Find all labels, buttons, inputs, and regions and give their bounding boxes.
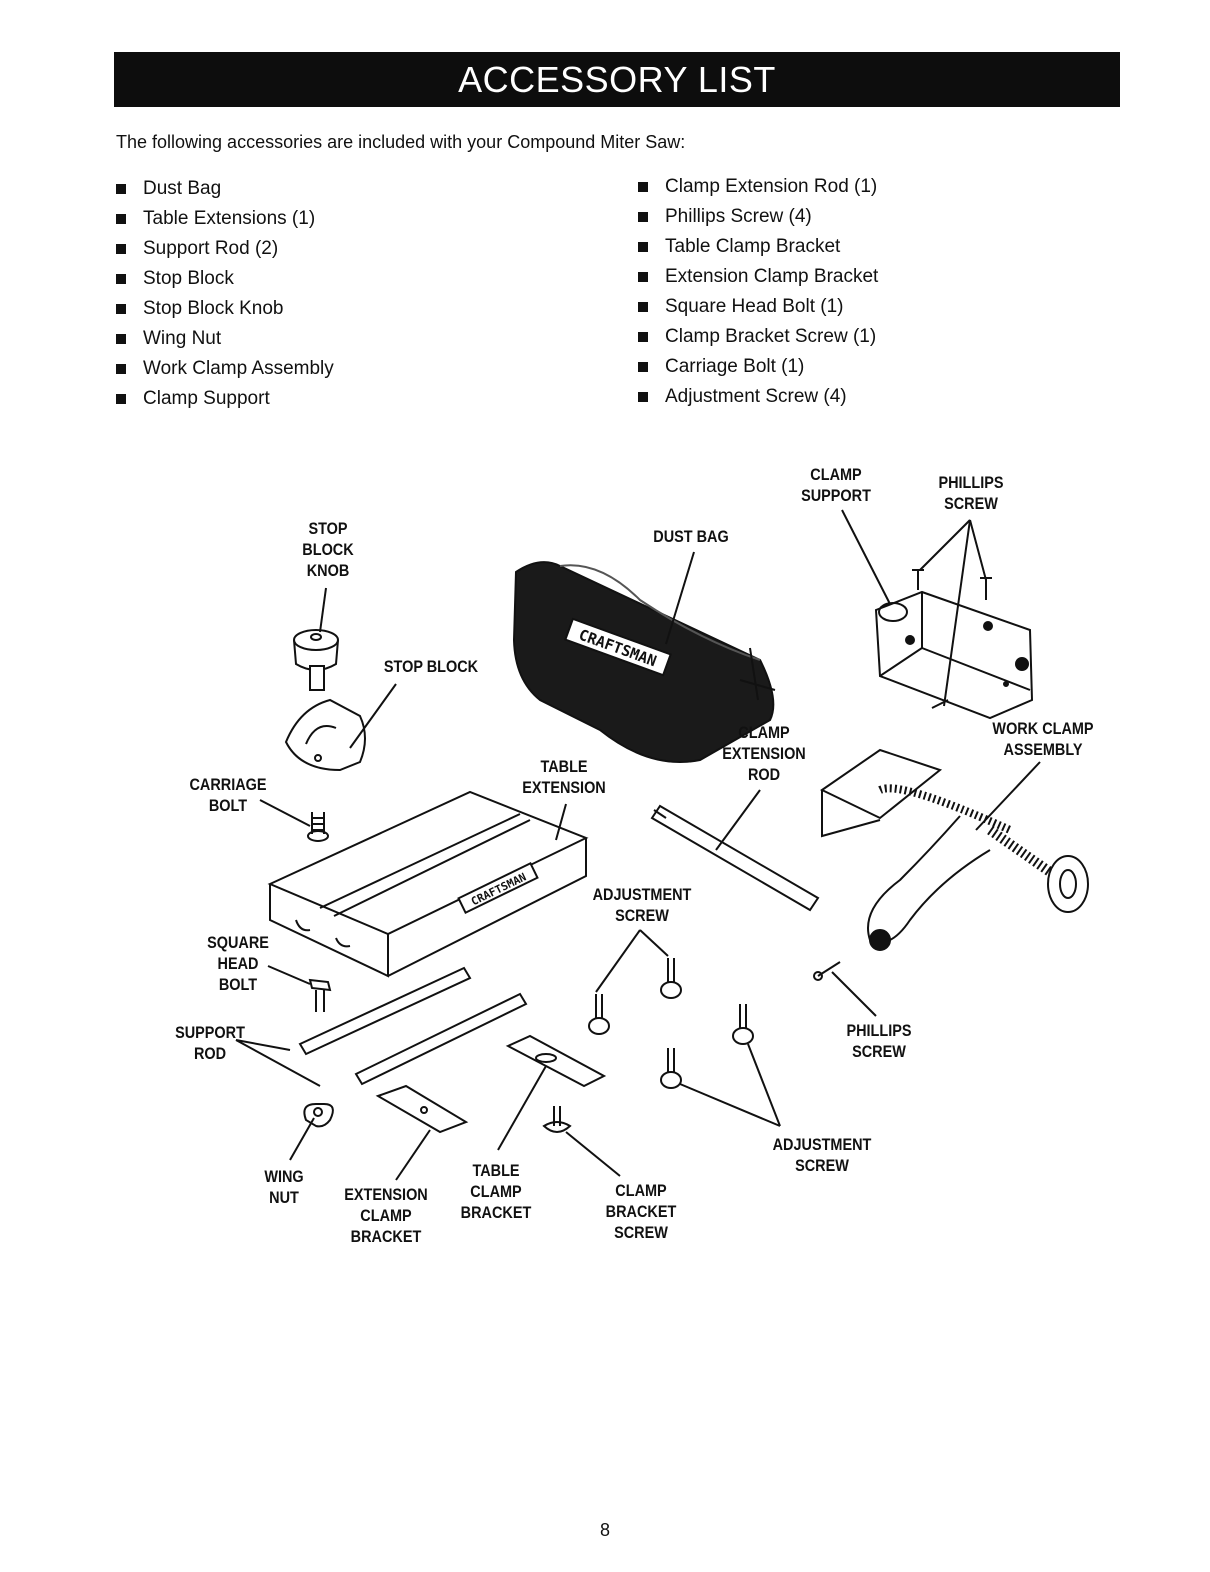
list-item: Stop Block Knob (116, 294, 334, 324)
square-bullet-icon (116, 274, 126, 284)
square-bullet-icon (638, 332, 648, 342)
list-item: Wing Nut (116, 324, 334, 354)
square-bullet-icon (638, 392, 648, 402)
dust-bag-illustration: CRAFTSMAN (512, 561, 776, 763)
square-bullet-icon (116, 304, 126, 314)
list-item: Stop Block (116, 264, 334, 294)
page-number: 8 (599, 1520, 610, 1540)
square-bullet-icon (116, 214, 126, 224)
label-square-head-bolt: SQUARE HEAD BOLT (207, 933, 269, 994)
list-item: Support Rod (2) (116, 234, 334, 264)
square-bullet-icon (116, 394, 126, 404)
square-bullet-icon (638, 242, 648, 252)
list-item: Clamp Support (116, 384, 334, 414)
accessory-list-right: Clamp Extension Rod (1) Phillips Screw (… (638, 172, 878, 412)
label-clamp-extension-rod: CLAMP EXTENSION ROD (722, 723, 806, 784)
list-item: Clamp Extension Rod (1) (638, 172, 878, 202)
square-bullet-icon (116, 244, 126, 254)
stop-block-knob-illustration (293, 629, 339, 691)
extension-clamp-bracket-illustration (375, 1084, 469, 1134)
list-item: Adjustment Screw (4) (638, 382, 878, 412)
clamp-support-illustration (874, 569, 1034, 720)
label-carriage-bolt: CARRIAGE BOLT (189, 775, 267, 815)
page-title: ACCESSORY LIST (458, 58, 776, 100)
label-dust-bag: DUST BAG (653, 527, 729, 546)
stop-block-illustration (284, 698, 366, 772)
intro-text: The following accessories are included w… (116, 132, 686, 152)
support-rod-illustration (298, 966, 528, 1086)
square-bullet-icon (116, 334, 126, 344)
table-extension-illustration: CRAFTSMAN (267, 790, 589, 978)
square-bullet-icon (638, 182, 648, 192)
square-bullet-icon (116, 364, 126, 374)
work-clamp-assembly-illustration (820, 748, 1089, 951)
label-adjustment-screw-top: ADJUSTMENT SCREW (592, 885, 692, 925)
title-bar: ACCESSORY LIST (114, 52, 1120, 107)
label-adjustment-screw-bottom: ADJUSTMENT SCREW (772, 1135, 872, 1175)
label-clamp-bracket-screw: CLAMP BRACKET SCREW (605, 1181, 677, 1242)
label-phillips-screw-top: PHILLIPS SCREW (938, 473, 1004, 513)
wing-nut-illustration (303, 1103, 334, 1128)
list-item: Phillips Screw (4) (638, 202, 878, 232)
square-bullet-icon (638, 272, 648, 282)
label-stop-block-knob: STOP BLOCK KNOB (302, 519, 354, 580)
adjustment-screw-illustration (588, 958, 754, 1089)
list-item: Carriage Bolt (1) (638, 352, 878, 382)
list-item: Square Head Bolt (1) (638, 292, 878, 322)
list-item: Dust Bag (116, 174, 334, 204)
list-item: Table Clamp Bracket (638, 232, 878, 262)
leader-lines (235, 509, 1041, 1181)
list-item: Table Extensions (1) (116, 204, 334, 234)
phillips-screw-illustration (813, 961, 841, 981)
carriage-bolt-illustration (307, 812, 329, 842)
accessory-list-left: Dust Bag Table Extensions (1) Support Ro… (116, 174, 334, 414)
square-bullet-icon (638, 302, 648, 312)
square-bullet-icon (638, 212, 648, 222)
clamp-bracket-screw-illustration (542, 1106, 572, 1133)
label-table-clamp-bracket: TABLE CLAMP BRACKET (460, 1161, 532, 1222)
list-item: Work Clamp Assembly (116, 354, 334, 384)
square-bullet-icon (116, 184, 126, 194)
table-clamp-bracket-illustration (505, 1034, 607, 1088)
label-stop-block: STOP BLOCK (383, 657, 479, 676)
list-item: Clamp Bracket Screw (1) (638, 322, 878, 352)
list-item: Extension Clamp Bracket (638, 262, 878, 292)
label-table-extension: TABLE EXTENSION (522, 757, 606, 797)
label-clamp-support: CLAMP SUPPORT (801, 465, 871, 505)
square-head-bolt-illustration (308, 978, 332, 1012)
label-work-clamp-assembly: WORK CLAMP ASSEMBLY (992, 719, 1094, 759)
label-support-rod: SUPPORT ROD (175, 1023, 245, 1063)
label-wing-nut: WING NUT (264, 1167, 304, 1207)
square-bullet-icon (638, 362, 648, 372)
label-extension-clamp-bracket: EXTENSION CLAMP BRACKET (344, 1185, 428, 1246)
clamp-extension-rod-illustration (650, 804, 820, 912)
label-phillips-screw-bottom: PHILLIPS SCREW (846, 1021, 912, 1061)
